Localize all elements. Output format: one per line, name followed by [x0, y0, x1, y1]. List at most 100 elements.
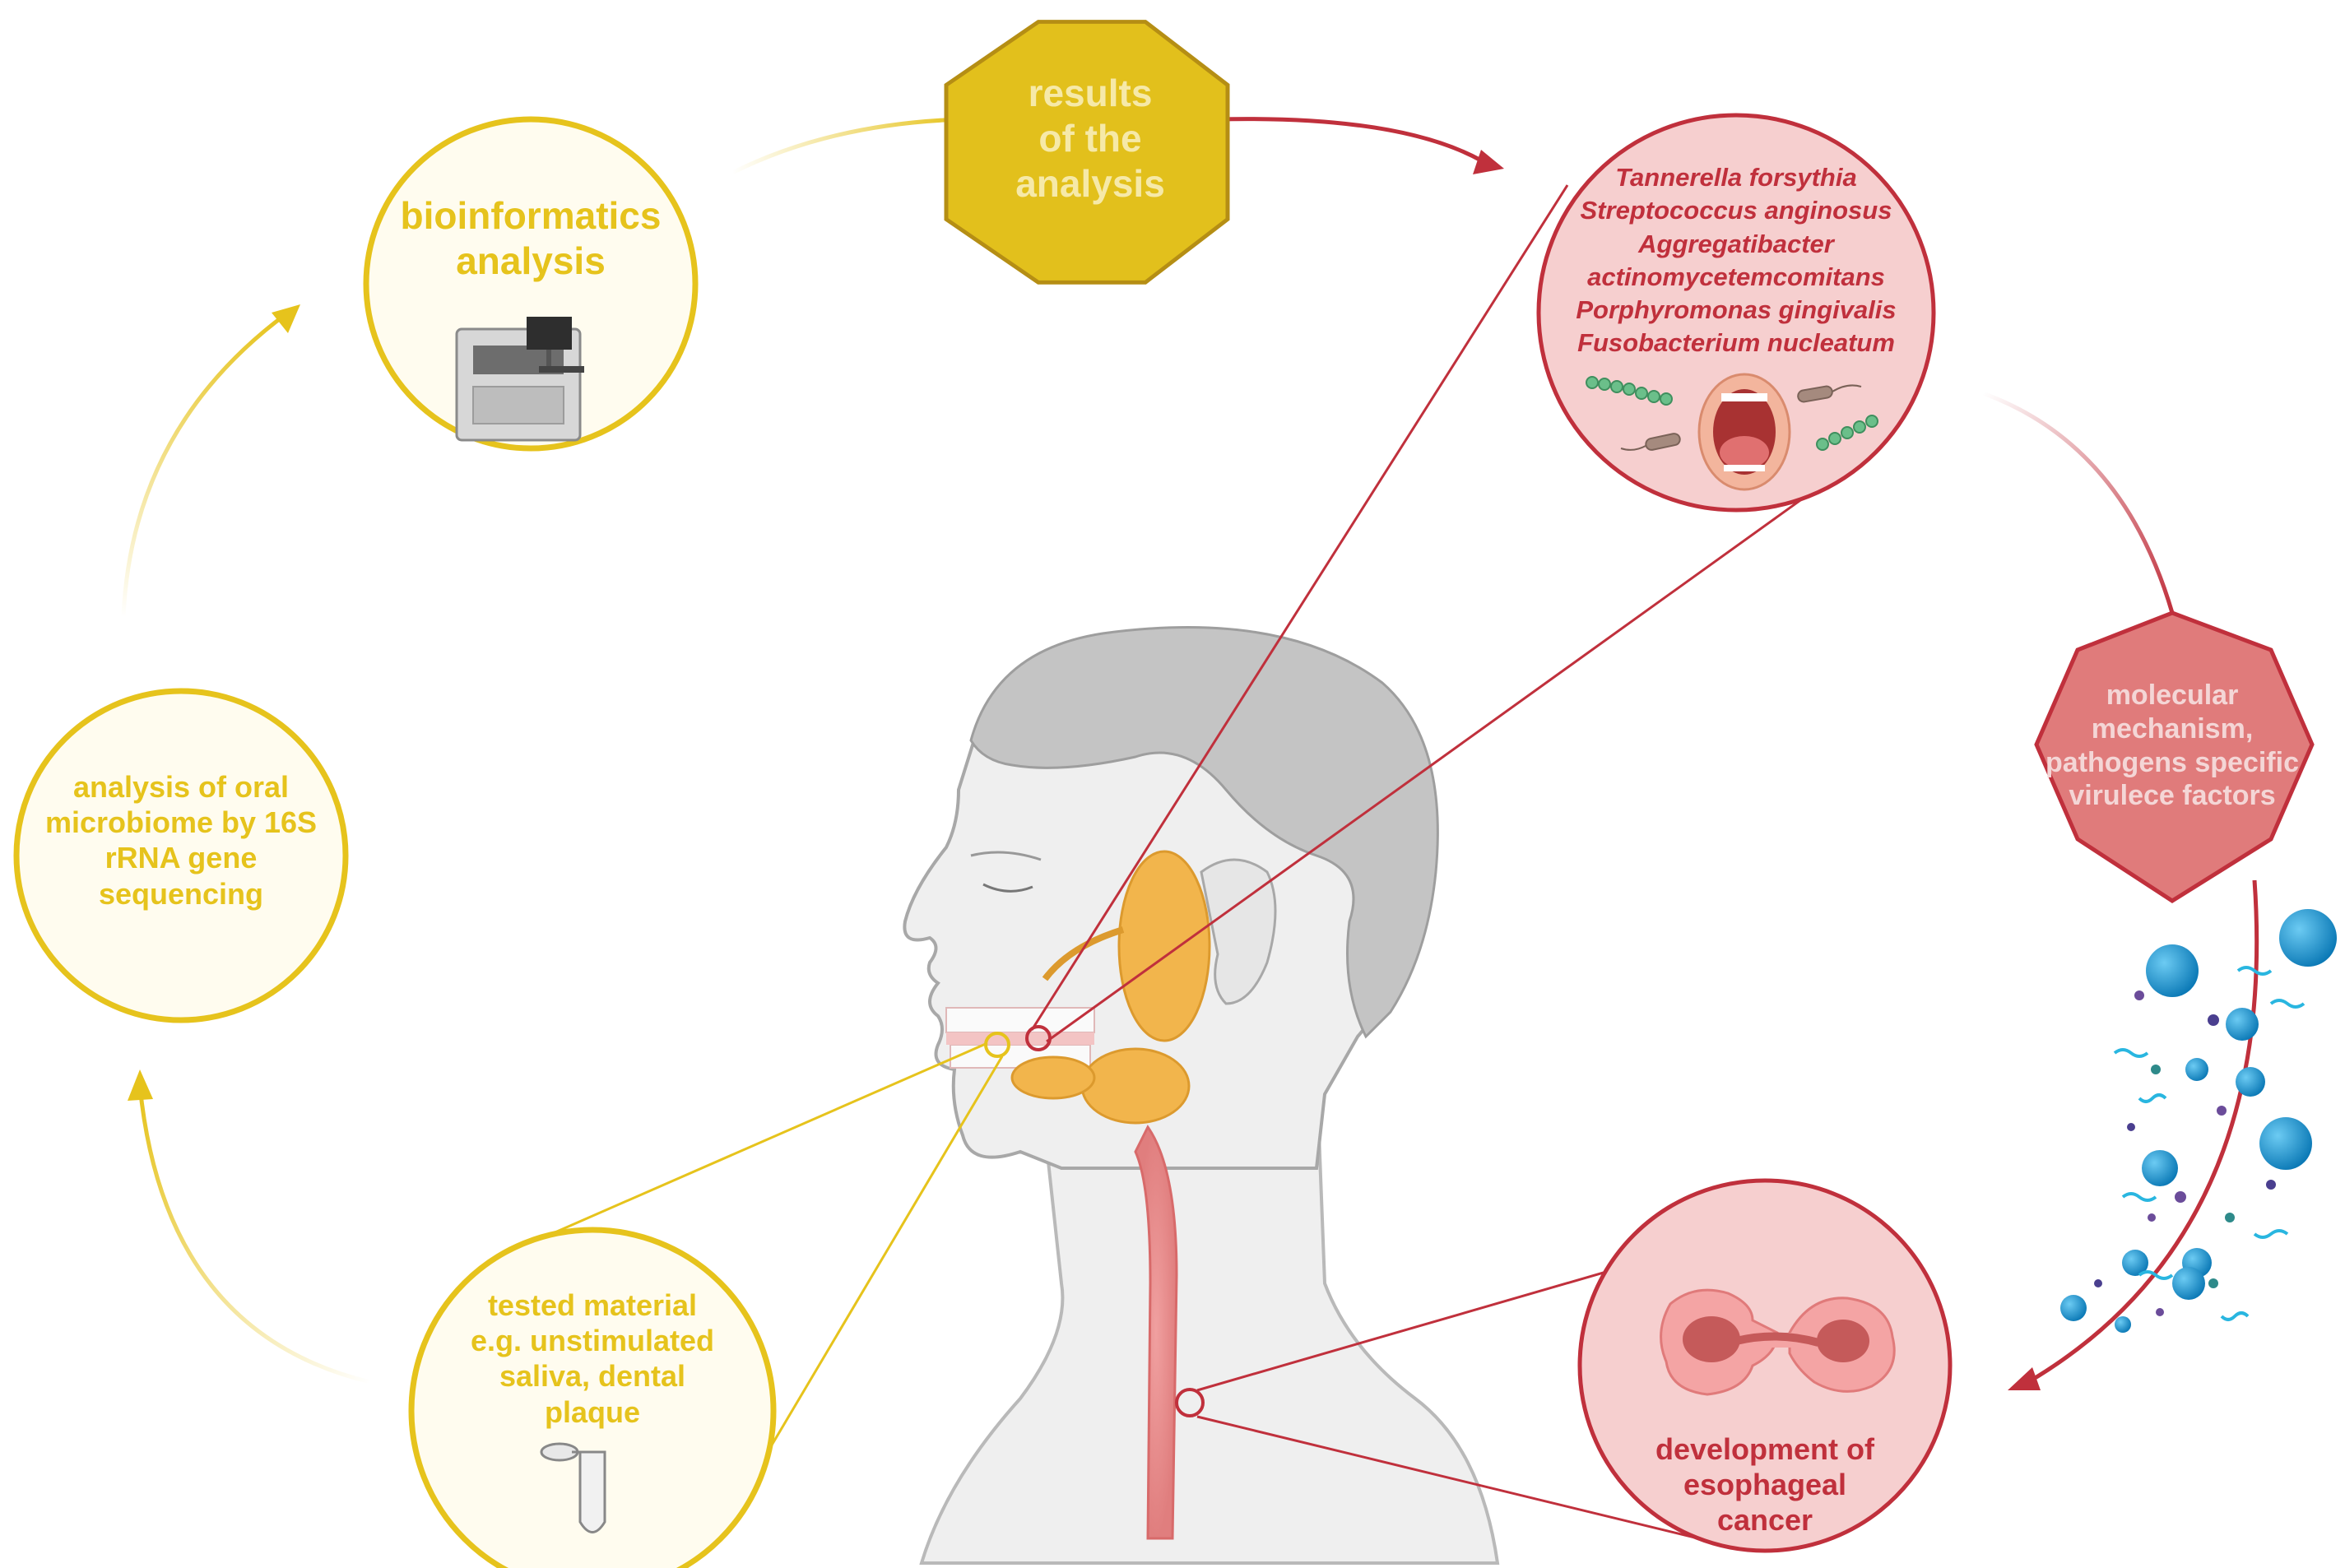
callout-lines: [550, 184, 1856, 1548]
open-mouth-icon: [1697, 373, 1791, 491]
bioinformatics-line: bioinformatics: [400, 194, 662, 237]
mechanism-line: pathogens specific: [2045, 746, 2299, 778]
bacterium-dot: [1660, 392, 1673, 406]
arrow-mechanism-to-cancer: [2027, 879, 2259, 1385]
bubble: [2279, 909, 2337, 967]
results-line: results: [1028, 72, 1153, 114]
oral-microbiome-line: sequencing: [98, 876, 264, 911]
molecule: [2208, 1278, 2218, 1288]
species-line: actinomycetemcomitans: [1587, 262, 1885, 291]
submandibular-gland: [1080, 1047, 1191, 1125]
cycle-arrows-yellow: [121, 117, 964, 1385]
callout-species-lower: [1046, 459, 1856, 1043]
tongue: [1720, 436, 1769, 469]
eyebrow: [970, 851, 1042, 861]
bacterium-dot: [1816, 438, 1829, 451]
tested-material-line: plaque: [544, 1394, 640, 1429]
tested-material-line: tested material: [487, 1288, 698, 1322]
results-octagon: [944, 20, 1230, 285]
oral-microbiome-line: rRNA gene: [104, 841, 258, 875]
species-line: Aggregatibacter: [1638, 229, 1834, 258]
parotid-gland: [1117, 850, 1211, 1042]
tube-icon: [540, 1442, 606, 1533]
molecule: [2148, 1213, 2156, 1222]
molecule: [2217, 1106, 2227, 1116]
bubble: [2172, 1267, 2205, 1300]
molecule: [2175, 1191, 2186, 1203]
molecule: [2151, 1065, 2161, 1074]
bioinformatics-line: analysis: [456, 239, 606, 283]
cancer-cell-icon: [1660, 1288, 1896, 1396]
bacterium-dot: [1647, 390, 1660, 403]
species-label: Tannerella forsythia Streptococcus angin…: [1547, 161, 1925, 360]
cancer-line: development of: [1655, 1432, 1875, 1466]
cycle-arrows-red: [1217, 117, 2259, 1390]
gums: [946, 1032, 1094, 1045]
bacteria-chain-right: [1816, 415, 1878, 451]
callout-species-upper: [1030, 184, 1569, 1031]
molecule: [2127, 1123, 2135, 1131]
small-molecules: [2094, 990, 2276, 1316]
species-line: Fusobacterium nucleatum: [1577, 328, 1895, 358]
mechanism-line: molecular: [2106, 680, 2239, 711]
arrowhead-up-left: [128, 1069, 153, 1101]
species-line: Streptococcus anginosus: [1580, 196, 1892, 225]
arrow-tested-to-microbiome: [137, 1085, 371, 1385]
tube-body: [578, 1450, 606, 1533]
squiggle: [2113, 1048, 2149, 1058]
esophagus-marker: [1175, 1388, 1205, 1417]
arrow-species-to-mechanism: [1982, 391, 2175, 614]
sequencer-slot: [472, 386, 564, 424]
oral-microbiome-line: analysis of oral: [72, 770, 290, 804]
ear: [1200, 858, 1277, 1005]
closed-eye: [982, 883, 1033, 893]
squiggles: [2113, 966, 2306, 1321]
mechanism-line: virulece factors: [2069, 780, 2276, 812]
bubble: [2060, 1295, 2087, 1321]
monitor: [527, 317, 572, 350]
species-line: Porphyromonas gingivalis: [1576, 295, 1897, 325]
tested-material-circle: [408, 1227, 777, 1568]
bacterium-dot: [1598, 378, 1611, 391]
arrow-microbiome-to-bioinfo: [121, 310, 290, 618]
cancer-line: esophageal: [1683, 1468, 1847, 1502]
neck-shoulder: [919, 1067, 1500, 1565]
oral-microbiome-circle: [13, 688, 349, 1023]
molecule-cluster-icon: [2060, 909, 2337, 1333]
monitor-arm: [546, 350, 551, 370]
bubble: [2185, 1058, 2208, 1081]
cancer-label: development of esophageal cancer: [1617, 1431, 1913, 1538]
rod-bacterium-left: [1645, 433, 1681, 451]
head-profile-icon: [903, 626, 1500, 1565]
squiggle: [2138, 1270, 2174, 1280]
hair: [969, 626, 1439, 1039]
cancer-line: cancer: [1716, 1503, 1813, 1538]
bioinformatics-label: bioinformatics analysis: [366, 193, 695, 284]
squiggle: [2220, 1311, 2250, 1321]
molecule: [2208, 1014, 2219, 1026]
arrowhead-red-down-left: [2008, 1367, 2041, 1390]
bacterium-dot: [1828, 432, 1841, 445]
bacterium-dot: [1853, 420, 1866, 434]
squiggle: [2269, 999, 2306, 1009]
lower-teeth-mouth: [1724, 465, 1765, 471]
bacterium-dot: [1865, 415, 1878, 428]
upper-teeth-mouth: [1721, 393, 1767, 401]
squiggle: [2236, 966, 2273, 976]
bioinformatics-circle: [363, 116, 699, 452]
molecule: [2266, 1180, 2276, 1190]
molecule: [2134, 990, 2144, 1000]
bubble: [2259, 1117, 2312, 1170]
mechanism-line: mechanism,: [2091, 712, 2254, 745]
keyboard: [539, 366, 584, 373]
species-circle: [1536, 113, 1936, 513]
results-line: of the: [1038, 117, 1142, 160]
arrowhead-up-right: [272, 304, 300, 333]
parotid-duct: [1042, 926, 1125, 981]
squiggle: [2253, 1229, 2289, 1239]
molecule: [2156, 1308, 2164, 1316]
bacterium-dot: [1841, 426, 1854, 439]
squiggle: [2121, 1192, 2157, 1202]
callout-tested-lower: [764, 1055, 1004, 1457]
